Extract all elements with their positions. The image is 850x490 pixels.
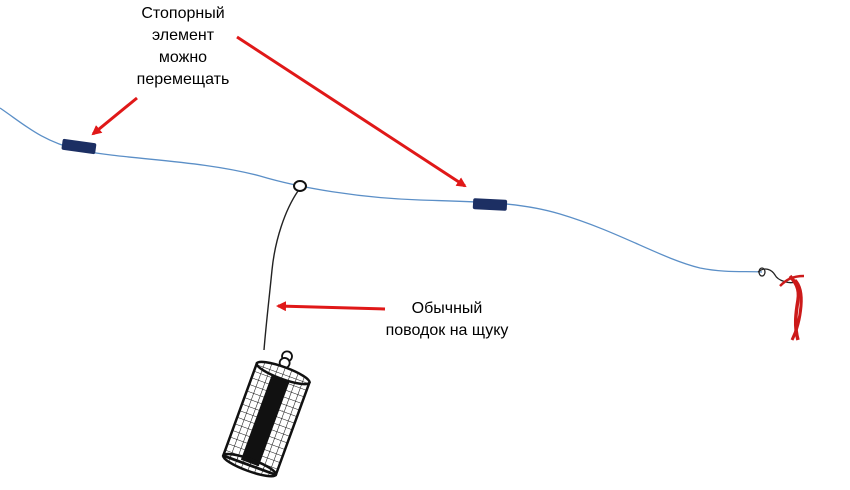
stopper-caption: Стопорный элемент можно перемещать	[136, 5, 230, 88]
leader-line	[263, 190, 299, 351]
stopper-bead-right	[472, 198, 508, 211]
red-loop-knot-icon	[757, 267, 805, 341]
arrow-to-left-stopper	[91, 96, 138, 136]
arrow-to-right-stopper	[236, 35, 467, 188]
cage-feeder-icon	[221, 350, 312, 478]
arrow-to-leader	[276, 301, 386, 312]
stopper-bead-left	[61, 138, 97, 155]
ring-swivel-icon	[293, 180, 307, 192]
leader-caption: Обычный поводок на щуку	[385, 300, 509, 339]
